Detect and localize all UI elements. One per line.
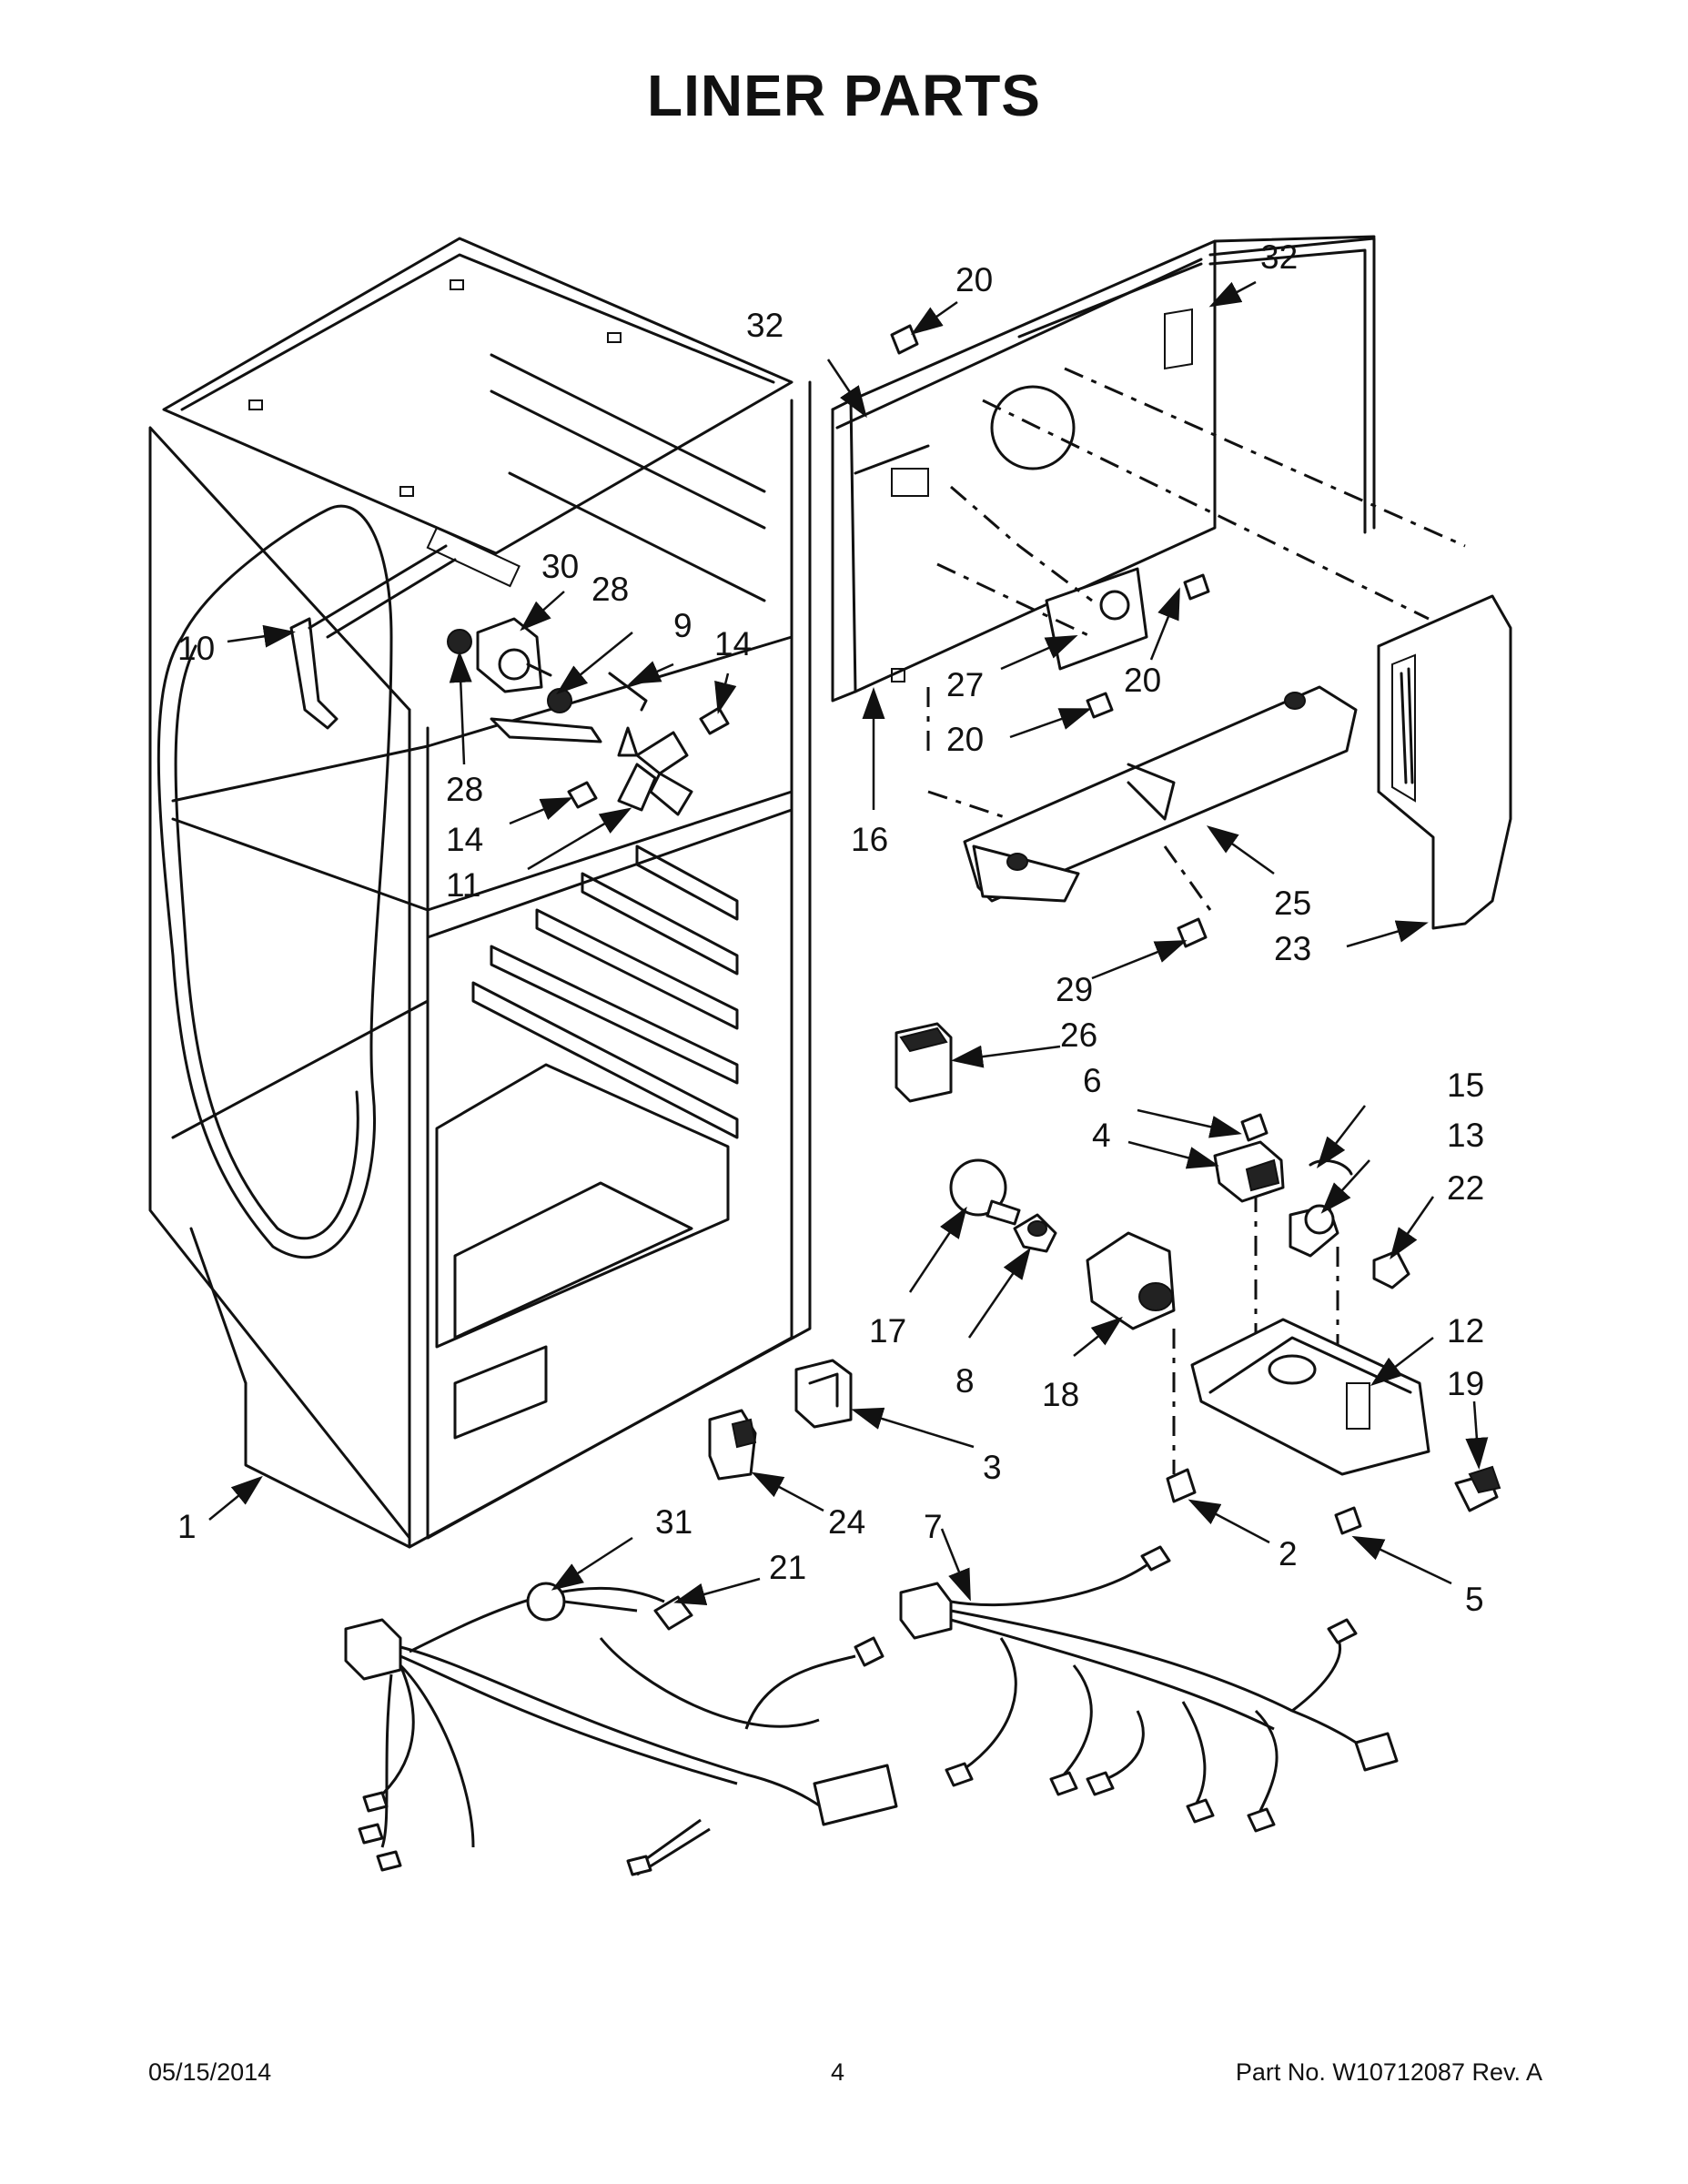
bracket-27 [1045,567,1148,671]
callout-11: 11 [446,866,480,904]
callout-27: 27 [946,666,984,703]
callout-19: 19 [1447,1365,1484,1402]
callout-5: 5 [1465,1581,1484,1618]
callout-10: 10 [177,630,215,667]
callout-24: 24 [828,1503,865,1541]
fan-bracket-9 [490,672,648,743]
callout-7: 7 [924,1508,943,1545]
callout-32: 32 [746,307,783,344]
callout-14: 14 [714,625,752,662]
callout-32: 32 [1260,238,1298,276]
callout-20: 20 [955,261,993,298]
screw-20 [890,324,1210,719]
footer-part-number: Part No. W10712087 Rev. A [1235,2058,1542,2086]
callout-13: 13 [1447,1117,1484,1154]
callout-4: 4 [1092,1117,1111,1154]
light-socket-8 [1013,1213,1057,1253]
alignment-lines [926,367,1466,1474]
fan-bracket-10 [289,526,521,730]
callout-20: 20 [946,721,984,758]
fan-motor-30 [476,617,552,693]
screws-14 [567,706,730,809]
footer-date: 05/15/2014 [148,2058,272,2086]
leader-arrows [208,280,1489,1606]
callout-20: 20 [1124,662,1161,699]
wire-harness-21 [344,1586,898,1876]
switch-24 [708,1409,757,1481]
callout-28: 28 [446,771,483,808]
sensor-31 [526,1582,638,1622]
light-shield-25 [963,685,1358,903]
callout-29: 29 [1056,971,1093,1008]
callout-1: 1 [177,1508,197,1545]
callout-25: 25 [1274,885,1311,922]
callout-21: 21 [769,1549,806,1586]
fan-blade-11 [617,726,693,816]
callout-16: 16 [851,821,888,858]
light-cover-18 [1086,1231,1176,1330]
callout-3: 3 [983,1449,1002,1486]
spring-15 [1309,1159,1353,1176]
gasket-32 [835,237,1376,534]
callout-31: 31 [655,1503,692,1541]
connector-26 [895,1022,953,1103]
evaporator-cover-16 [831,235,1376,703]
callout-8: 8 [955,1362,975,1400]
callout-12: 12 [1447,1312,1484,1350]
thermostat-4 [1213,1140,1285,1203]
screw-5 [1334,1506,1362,1535]
callout-17: 17 [869,1312,906,1350]
wire-harness-7 [899,1545,1399,1833]
callout-15: 15 [1447,1067,1484,1104]
knob-22 [1372,1249,1410,1289]
page-title: LINER PARTS [647,63,1041,128]
footer-page-number: 4 [831,2058,845,2086]
callout-18: 18 [1042,1376,1079,1413]
callout-30: 30 [541,548,579,585]
screw-2 [1166,1468,1197,1503]
liner-cabinet [148,237,812,1549]
vent-housing-23 [1377,594,1512,930]
screw-6 [1240,1113,1269,1142]
control-knob-13 [1289,1204,1339,1258]
callout-22: 22 [1447,1169,1484,1207]
callout-14: 14 [446,821,483,858]
callout-2: 2 [1279,1535,1298,1572]
callout-labels: 32 20 32 30 28 9 14 10 28 14 11 27 20 20… [177,238,1484,1618]
callout-26: 26 [1060,1016,1097,1054]
callout-28: 28 [591,571,629,608]
control-housing-12 [1190,1318,1430,1476]
callout-23: 23 [1274,930,1311,967]
relay-3 [794,1359,853,1429]
light-bulb-17 [949,1158,1021,1226]
callout-6: 6 [1083,1062,1102,1099]
switch-19 [1454,1465,1501,1512]
callout-9: 9 [673,607,692,644]
